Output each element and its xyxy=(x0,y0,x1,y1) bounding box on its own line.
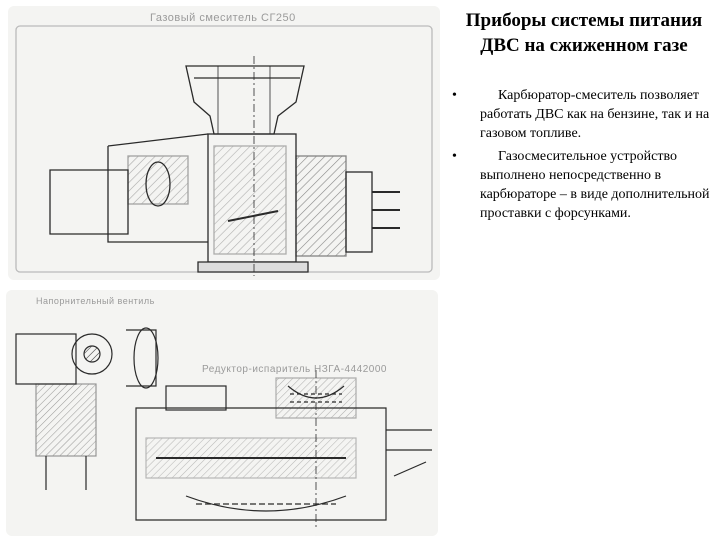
gas-mixer-diagram xyxy=(15,25,433,276)
bullet-item: • Газосмесительное устройство выполнено … xyxy=(452,147,714,223)
reducer-evaporator-diagram xyxy=(15,327,432,530)
bullet-list: • Карбюратор-смеситель позволяет работат… xyxy=(452,86,714,227)
bullet-icon: • xyxy=(452,88,457,103)
bottom-figure-caption-left: Напорнительный вентиль xyxy=(36,296,155,306)
bullet-icon: • xyxy=(452,149,457,164)
slide-title: Приборы системы питания ДВС на сжиженном… xyxy=(465,10,703,56)
reducer-evaporator-drawing: Напорнительный вентиль Редуктор-испарите… xyxy=(6,290,438,536)
bottom-figure-caption-right: Редуктор-испаритель НЗГА-4442000 xyxy=(202,364,387,375)
gas-mixer-drawing: Газовый смеситель СГ250 xyxy=(8,6,440,280)
bullet-text: Газосмесительное устройство выполнено не… xyxy=(480,149,710,221)
bullet-item: • Карбюратор-смеситель позволяет работат… xyxy=(452,86,714,143)
top-figure-caption: Газовый смеситель СГ250 xyxy=(150,12,296,24)
bullet-text: Карбюратор-смеситель позволяет работать … xyxy=(480,88,710,141)
